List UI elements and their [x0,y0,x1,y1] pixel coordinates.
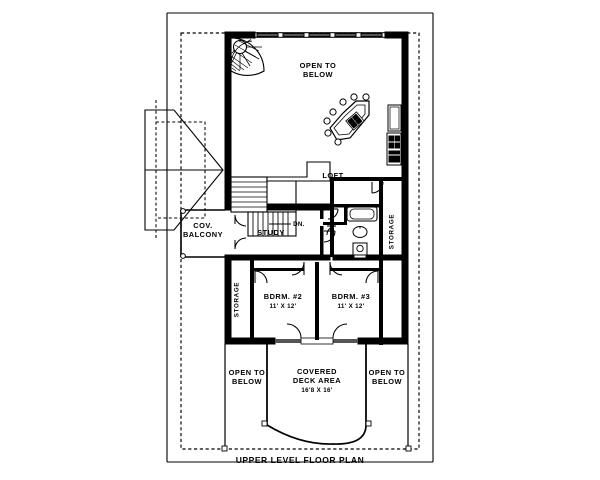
wall-study-bottom [224,254,331,261]
deck-post-left [261,420,268,427]
room-label-cov-balcony: COV. BALCONY [182,221,224,239]
open-below-left-bay [224,344,268,449]
door-bdrm3[interactable] [329,261,343,276]
stair-landing [266,161,331,182]
room-label-covered-deck-name: COVERED DECK AREA [292,367,342,385]
room-label-covered-deck-dim: 16'8 X 16' [301,387,333,394]
wall-between-bedrooms [315,268,319,340]
deck-perimeter [266,344,367,445]
deck-slider-bdrm3[interactable] [332,323,348,339]
door-bathroom[interactable] [323,230,336,243]
deck-slider-bdrm2[interactable] [286,323,302,339]
wall-bath-top [320,204,380,208]
spiral-stair-arc-inner [230,40,253,63]
room-label-bdrm3-dim: 11' X 12' [337,303,365,310]
wall-storage-left-inner [250,260,254,340]
wall-bath-left-lower [320,226,324,258]
balcony-post-bottom [180,253,186,259]
stair-upper-treads [231,181,267,208]
open-below-right-bay [365,344,409,449]
island-bar-stools [323,93,370,146]
kitchen-island-with-cooktop [323,93,370,146]
bathroom-fixtures [346,206,378,259]
deck-post-far-right [405,445,412,452]
deck-door-bdrm2[interactable] [275,339,301,343]
deck-post-far-left [221,445,228,452]
stair-upper-run [230,176,268,213]
balcony-rail [180,209,225,258]
room-label-bdrm2-dim: 11' X 12' [269,303,297,310]
door-loft-hall[interactable] [371,181,384,194]
window-band-mullions [256,32,383,38]
deck-door-bdrm3[interactable] [333,339,358,343]
spiral-stair-hatch [230,40,260,72]
island-counter-inner [333,104,366,136]
room-label-open-to-below-main: OPEN TO BELOW [299,61,337,79]
cooktop-burners [345,111,365,131]
spiral-stair-treads [231,38,262,70]
wall-bath-mid-horiz [323,222,347,225]
closet-door-bdrm3[interactable] [365,270,379,284]
room-label-open-to-below-left: OPEN TO BELOW [228,368,266,386]
cov-balcony-outline [180,208,225,259]
closet-shelf-upper-inner [389,106,400,130]
toilet [352,242,368,259]
room-label-stair-down: DN. [293,221,305,228]
outer-property-line [166,12,434,463]
door-jamb-bedrooms [315,262,319,280]
balcony-post-top [180,208,186,214]
room-label-study: STUDY [257,228,285,237]
interior-wall-group [250,177,408,345]
closet-header-bdrm2 [254,268,304,271]
wall-storage-right-inner [379,181,383,345]
room-label-bdrm2-name: BDRM. #2 [263,292,303,301]
room-label-loft: LOFT [322,171,344,180]
wall-loft-left-lower [330,207,334,257]
spiral-staircase [230,37,265,76]
covered-deck-outline [221,344,412,452]
bathtub-basin [349,208,375,220]
door-bdrm2[interactable] [291,261,305,276]
double-door-balcony-study[interactable] [233,214,247,250]
page-title: UPPER LEVEL FLOOR PLAN [235,455,365,465]
closet-door-bdrm2[interactable] [254,270,268,284]
closet-unit-detail [388,135,400,163]
room-label-storage-left: STORAGE [233,281,241,318]
closet-header-bdrm3 [330,268,379,271]
wall-left-upper [224,31,232,211]
wall-bath-left [320,204,324,219]
wall-loft-top [330,177,408,181]
wall-study-bottom-right [332,254,409,261]
wall-left-lower [224,254,232,345]
room-label-storage-right: STORAGE [388,213,396,250]
upper-right-closet [386,104,402,166]
wall-bath-vert-mid [344,207,347,223]
door-bath-tub-area[interactable] [327,208,339,220]
wall-right [401,31,409,345]
wall-loft-left [330,177,334,207]
l-shaped-staircase [230,161,331,237]
room-label-bdrm3-name: BDRM. #3 [331,292,371,301]
door-bath-vanity[interactable] [326,225,337,236]
room-label-open-to-below-right: OPEN TO BELOW [368,368,406,386]
gable-projection-left [144,109,224,231]
deck-post-right [365,420,372,427]
door-group [233,181,384,339]
